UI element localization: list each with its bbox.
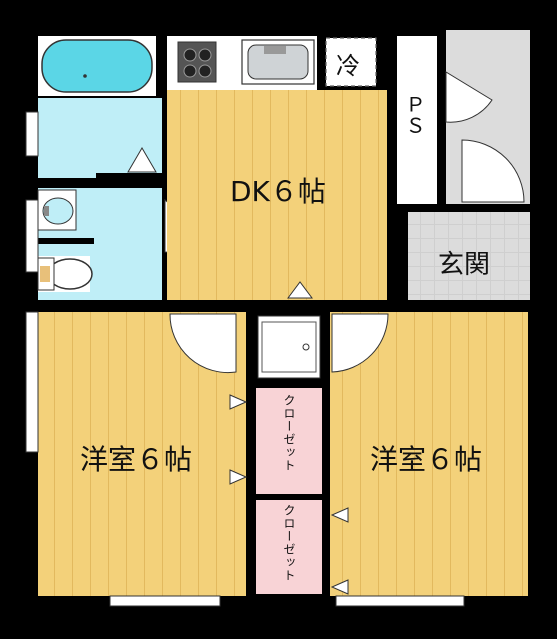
dk-label: DK６帖 bbox=[230, 175, 326, 208]
stove-icon bbox=[177, 41, 217, 83]
western-left-label: 洋室６帖 bbox=[80, 443, 193, 476]
fridge-label: 冷 bbox=[336, 52, 360, 80]
bathtub-icon bbox=[38, 36, 156, 96]
closet-upper bbox=[256, 388, 322, 494]
entrance-door-icon bbox=[445, 71, 493, 123]
dk-floor bbox=[167, 90, 387, 300]
kitchen-sink-icon bbox=[241, 39, 315, 85]
western-right-door-icon bbox=[331, 313, 389, 373]
ps-box bbox=[397, 36, 437, 204]
pipe-space-label: ＰＳ bbox=[402, 94, 426, 136]
closet-lower bbox=[256, 500, 322, 594]
sink-icon bbox=[37, 189, 77, 231]
entrance-floor bbox=[408, 212, 530, 300]
closet-upper-label: クローゼット bbox=[282, 394, 296, 472]
western-left-door-icon bbox=[169, 313, 237, 374]
bath-door-icon bbox=[127, 147, 157, 173]
western-right-label: 洋室６帖 bbox=[370, 443, 483, 476]
entrance-door2-icon bbox=[461, 139, 525, 203]
fridge-slot bbox=[325, 37, 377, 87]
entrance-label: 玄関 bbox=[438, 250, 491, 280]
toilet-icon bbox=[37, 256, 93, 292]
closet-lower-label: クローゼット bbox=[282, 504, 296, 582]
